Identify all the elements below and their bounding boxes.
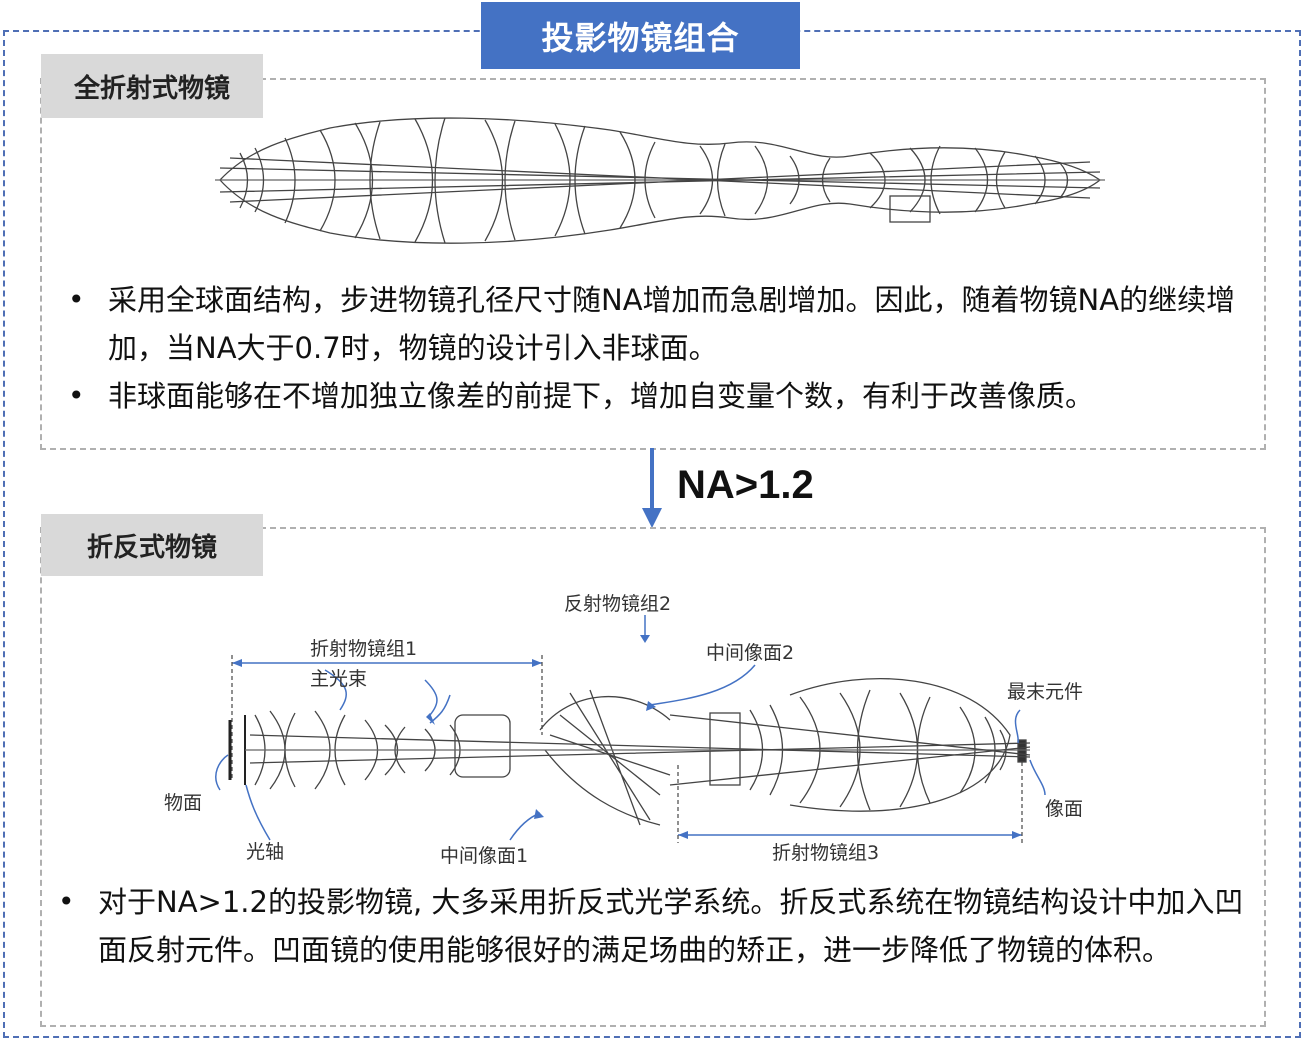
bullet-item: 采用全球面结构，步进物镜孔径尺寸随NA增加而急剧增加。因此，随着物镜NA的继续增… xyxy=(66,276,1246,372)
label-reflect-group2: 反射物镜组2 xyxy=(564,593,671,615)
label-intermediate-image1: 中间像面1 xyxy=(440,845,528,867)
label-last-element: 最末元件 xyxy=(1007,681,1083,703)
label-chief-ray: 主光束 xyxy=(310,668,367,690)
label-object-plane: 物面 xyxy=(164,792,202,814)
label-intermediate-image2: 中间像面2 xyxy=(706,642,794,664)
label-refract-group1: 折射物镜组1 xyxy=(310,638,417,660)
refractive-lens-diagram xyxy=(215,117,1105,244)
reflect-group2-mirrors xyxy=(539,689,671,826)
catadioptric-tag: 折反式物镜 xyxy=(41,514,263,576)
label-optical-axis: 光轴 xyxy=(246,841,284,863)
bullet-item: 对于NA>1.2的投影物镜, 大多采用折反式光学系统。折反式系统在物镜结构设计中… xyxy=(56,878,1246,974)
label-image-plane: 像面 xyxy=(1045,798,1083,820)
refractive-tag: 全折射式物镜 xyxy=(41,54,263,118)
main-title: 投影物镜组合 xyxy=(481,2,800,69)
down-arrow xyxy=(642,448,662,528)
label-refract-group3: 折射物镜组3 xyxy=(772,842,879,864)
lens-elements xyxy=(239,117,1069,244)
catadioptric-bullets: 对于NA>1.2的投影物镜, 大多采用折反式光学系统。折反式系统在物镜结构设计中… xyxy=(56,878,1246,974)
catadioptric-lens-diagram: 反射物镜组2 折射物镜组1 主光束 中间像面2 最末元件 物面 光轴 中间像面1… xyxy=(164,593,1083,867)
bullet-item: 非球面能够在不增加独立像差的前提下，增加自变量个数，有利于改善像质。 xyxy=(66,372,1246,420)
refractive-bullets: 采用全球面结构，步进物镜孔径尺寸随NA增加而急剧增加。因此，随着物镜NA的继续增… xyxy=(66,276,1246,420)
na-threshold-label: NA>1.2 xyxy=(677,463,814,507)
